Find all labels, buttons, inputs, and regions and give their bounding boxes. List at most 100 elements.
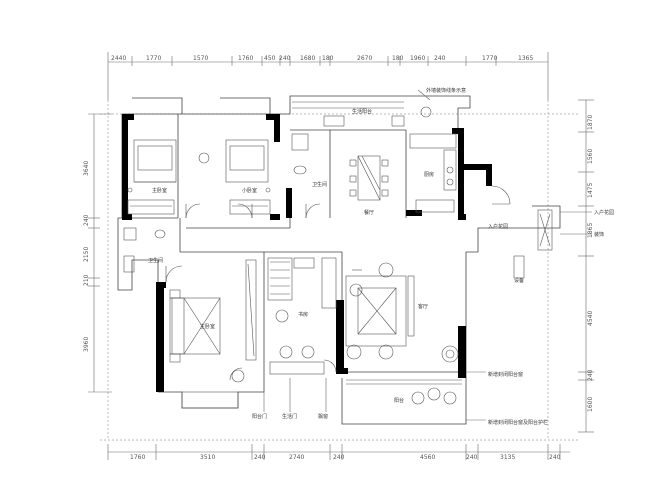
shoe-cabinet	[537, 209, 553, 251]
balcony-table	[427, 387, 441, 401]
top-dim-14: 1365	[518, 55, 533, 62]
bedroom-2: 小卧室	[198, 139, 271, 215]
cabinet	[321, 257, 337, 309]
wall-segment	[452, 128, 464, 134]
bedroom-1: 主卧室	[127, 139, 177, 215]
wall-segment	[156, 282, 164, 392]
wall-segment	[336, 368, 348, 374]
right-dim-3: 1475	[587, 183, 594, 198]
top-dimension-chain: 2440 1770 1570 1760 450 240 1680 180 267…	[107, 52, 549, 100]
bed	[169, 297, 221, 355]
bottom-dim-1: 1760	[130, 454, 145, 461]
top-dim-13: 1770	[482, 55, 497, 62]
study-chair	[275, 309, 289, 323]
left-dim-4: 210	[83, 274, 90, 286]
wardrobe	[127, 199, 175, 215]
wall-segment	[336, 300, 344, 372]
bottom-dim-7: 240	[466, 454, 478, 461]
top-dim-12: 240	[434, 55, 446, 62]
bottom-dim-9: 240	[549, 454, 561, 461]
label-entrance-note: 入户花园	[594, 209, 614, 216]
vanity-chair	[231, 369, 245, 383]
door-swing	[491, 185, 511, 205]
dining: 餐厅	[349, 155, 389, 216]
bed-pillow	[171, 297, 185, 355]
balcony-chair	[411, 391, 425, 405]
wall-segment	[286, 188, 292, 218]
bathroom-top: 卫生间	[291, 133, 327, 188]
label-service-door: 生活门	[282, 413, 297, 420]
dining-chair	[349, 159, 357, 167]
stove-burner	[446, 166, 454, 174]
armchair	[301, 345, 315, 359]
room-label-bedroom-1: 主卧室	[152, 187, 167, 194]
washing-machine	[323, 115, 345, 127]
label-balcony-door: 阳台门	[252, 413, 267, 420]
nightstand-lamp	[127, 187, 133, 193]
dining-chair	[349, 189, 357, 197]
right-dim-7: 1600	[587, 397, 594, 412]
outer-walls	[117, 95, 561, 425]
room-label-dining: 餐厅	[364, 209, 374, 216]
armchair	[349, 283, 363, 297]
label-service-balcony: 生活阳台	[352, 108, 372, 115]
stove-burner	[446, 178, 454, 186]
left-dimension-chain: 3640 240 2150 210 3960	[83, 113, 112, 393]
top-dim-6: 240	[279, 55, 291, 62]
bed	[225, 139, 269, 183]
wall-segment	[458, 128, 464, 220]
label-facade-note: 外墙装饰线条示意	[426, 87, 466, 94]
wall-segment	[458, 326, 466, 378]
armchair	[378, 344, 394, 360]
dining-chair	[381, 175, 389, 183]
label-decor-note: 装饰	[594, 231, 604, 238]
dining-chair	[381, 159, 389, 167]
entrance-garden: 入户花园 设备 入户花园 装饰	[488, 209, 614, 284]
door-swing	[305, 203, 321, 219]
right-dim-4: 1865	[587, 223, 594, 238]
kitchen-stool	[420, 106, 432, 118]
right-dim-5: 4540	[587, 311, 594, 326]
service-balcony: 生活阳台 外墙装饰线条示意	[292, 87, 466, 127]
door-swing	[323, 359, 337, 373]
dining-chair	[349, 175, 357, 183]
toilet	[291, 133, 309, 151]
bottom-dim-6: 4560	[420, 454, 435, 461]
bottom-dim-3: 240	[254, 454, 266, 461]
sideboard	[269, 361, 325, 375]
door-swing	[185, 203, 201, 219]
plant	[445, 349, 455, 359]
water-heater	[391, 115, 405, 127]
armchair	[279, 345, 293, 359]
top-dim-10: 180	[392, 55, 404, 62]
dining-chair	[381, 189, 389, 197]
kitchen-counter-side	[443, 149, 457, 191]
right-dim-1: 1870	[587, 115, 594, 130]
top-dim-3: 1570	[193, 55, 208, 62]
bottom-dim-4: 2740	[289, 454, 304, 461]
room-label-living: 客厅	[418, 303, 428, 310]
toilet	[154, 229, 166, 239]
utility-box	[513, 255, 525, 279]
top-dim-4: 1760	[238, 55, 253, 62]
wall-segment	[270, 214, 280, 220]
left-dim-3: 2150	[83, 247, 90, 262]
top-dim-7: 1680	[300, 55, 315, 62]
top-dim-2: 1770	[146, 55, 161, 62]
label-balcony-rail-note: 新增封闭阳台窗及阳台护栏	[488, 419, 548, 426]
wall-segment	[266, 114, 280, 120]
wardrobe	[229, 199, 271, 215]
wall-segment	[122, 214, 132, 220]
load-bearing-walls	[122, 114, 492, 392]
bathroom-left: 卫生间	[123, 227, 166, 273]
master-bedroom: 主卧室	[169, 259, 257, 409]
tv-cabinet	[407, 275, 415, 337]
bottom-notes: 阳台门 生活门 飘窗	[252, 378, 328, 420]
room-label-entrance: 入户花园	[488, 223, 508, 230]
left-dim-2: 240	[83, 214, 90, 226]
bottom-dimension-chain: 1760 3510 240 2740 240 4560 240 3135 240	[107, 444, 570, 461]
kitchen-counter-bottom	[415, 199, 455, 213]
kitchen: 厨房	[409, 106, 457, 213]
top-dim-8: 180	[322, 55, 334, 62]
